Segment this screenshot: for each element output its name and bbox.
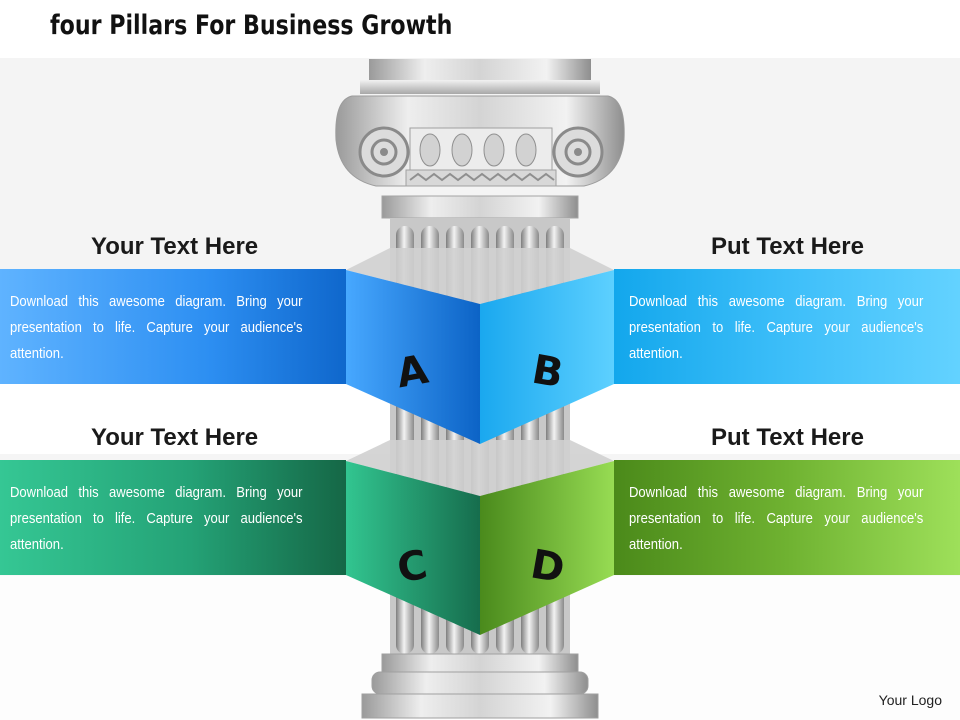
heading-b: Put Text Here	[711, 233, 864, 260]
panel-d: Download this awesome diagram. Bring you…	[614, 460, 960, 575]
panel-b: Download this awesome diagram. Bring you…	[614, 269, 960, 384]
panel-a-text: Download this awesome diagram. Bring you…	[10, 294, 303, 362]
panel-c-text: Download this awesome diagram. Bring you…	[10, 485, 303, 553]
label-b-face	[480, 270, 614, 444]
panel-d-text: Download this awesome diagram. Bring you…	[629, 485, 924, 553]
heading-a: Your Text Here	[91, 233, 259, 260]
slide-title: four Pillars For Business Growth	[50, 10, 453, 41]
panel-b-text: Download this awesome diagram. Bring you…	[629, 294, 924, 362]
pillar-capital	[335, 59, 625, 219]
label-d-face	[480, 461, 614, 635]
pillar-base	[361, 653, 599, 719]
fold-shadow-top	[346, 248, 614, 304]
panel-c: Download this awesome diagram. Bring you…	[0, 460, 346, 575]
heading-c: Your Text Here	[91, 424, 259, 451]
label-a-face	[346, 270, 480, 444]
logo-text: Your Logo	[878, 692, 942, 708]
letter-d: D	[527, 541, 568, 592]
label-c-face	[346, 461, 480, 635]
heading-d: Put Text Here	[711, 424, 864, 451]
fold-shadow-mid	[346, 440, 614, 496]
panel-a: Download this awesome diagram. Bring you…	[0, 269, 346, 384]
